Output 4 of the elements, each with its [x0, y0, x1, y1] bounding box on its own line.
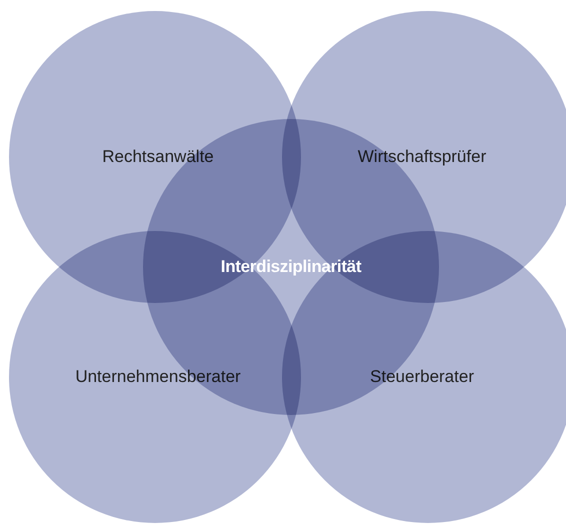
circle-label: Unternehmensberater — [75, 367, 241, 387]
circle-label: Steuerberater — [370, 367, 474, 387]
circle-label: Wirtschaftsprüfer — [358, 147, 486, 167]
circle-label: Rechtsanwälte — [102, 147, 214, 167]
